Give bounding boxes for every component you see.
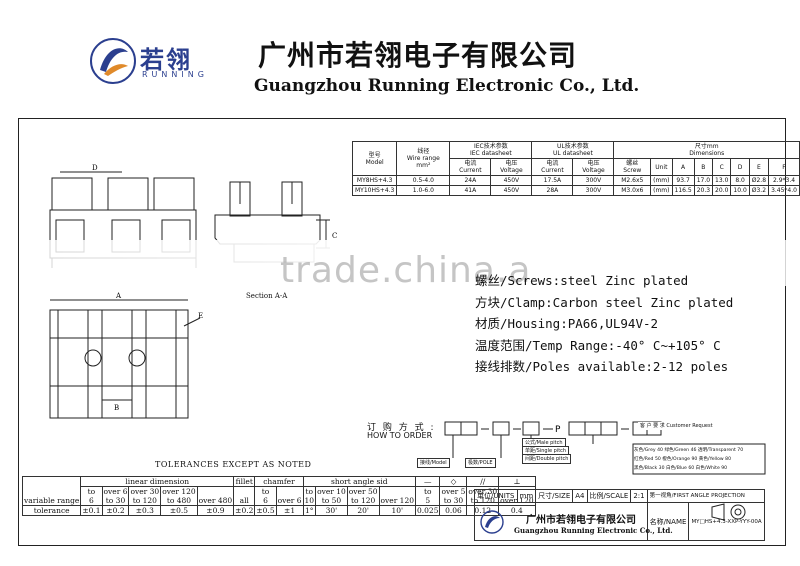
order-color-codes: 灰色/Grey 40 绿色/Green 46 透明/Transparent 70… <box>634 446 743 473</box>
tol-angle-header: short angle sid <box>302 476 417 487</box>
name-value: MY□HS+4.3-XXP-YYY-00A <box>688 502 765 541</box>
scale-label: 比例/SCALE <box>586 489 632 503</box>
title-block: 单位/UNITS mm 尺寸/SIZE A4 比例/SCALE 2:1 第一视角… <box>474 489 765 541</box>
spec-col-c: C <box>712 158 732 176</box>
spec-sub-voltage: 电压 Voltage <box>490 158 533 176</box>
spec-sub-current: 电流 Current <box>531 158 574 176</box>
terminal-block-drawing: D C A E B <box>49 164 337 419</box>
title-block-logo-icon <box>480 510 504 534</box>
spec-col-e: E <box>748 158 770 176</box>
order-label-pole: 极数/POLE <box>465 458 496 468</box>
property-list: 螺丝/Screws:steel Zinc plated 方块/Clamp:Car… <box>475 270 733 378</box>
dim-label-a: A <box>115 292 122 300</box>
tol-linear-header: linear dimension <box>80 476 235 487</box>
scale-value: 2:1 <box>630 489 648 503</box>
company-title-chinese: 广州市若翎电子有限公司 <box>258 39 578 72</box>
tol-fillet-header: fillet <box>233 476 256 487</box>
units-label: 单位/UNITS <box>474 489 518 503</box>
property-housing: 材质/Housing:PA66,UL94V-2 <box>475 316 659 331</box>
dim-label-e: E <box>198 312 203 320</box>
section-label: Section A-A <box>246 292 288 300</box>
logo-english-name: RUNNING <box>142 70 208 79</box>
spec-sub-unit: Unit <box>650 158 673 176</box>
order-label-double-pitch: 间距/Double pitch <box>522 454 572 464</box>
logo-chinese-name: 若翎 <box>140 46 192 74</box>
title-block-company-english: Guangzhou Running Electronic Co., Ltd. <box>514 526 673 535</box>
dim-label-d: D <box>92 164 98 172</box>
tolerance-table: variable range linear dimension fillet c… <box>21 476 536 516</box>
spec-sub-current: 电流 Current <box>449 158 492 176</box>
dim-label-c: C <box>332 232 337 240</box>
size-label: 尺寸/SIZE <box>535 489 574 503</box>
property-poles: 接线排数/Poles available:2-12 poles <box>475 359 729 374</box>
name-label: 名称/NAME <box>646 502 690 541</box>
watermark-band <box>20 240 790 286</box>
property-screws: 螺丝/Screws:steel Zinc plated <box>475 273 689 288</box>
spec-sub-screw: 螺丝 Screw <box>613 158 652 176</box>
tol-chamfer-header: chamfer <box>254 476 304 487</box>
order-label-model: 接线/Model <box>417 458 450 468</box>
tolerance-title: TOLERANCES EXCEPT AS NOTED <box>155 460 312 469</box>
dim-label-b: B <box>114 404 119 412</box>
color-code-row: 黑色/Black 30 白色/Blue 60 白色/White 90 <box>634 466 728 471</box>
color-code-row: 红色/Red 50 橙色/Orange 90 黄色/Yellow 80 <box>634 457 731 462</box>
projection-label: 第一视角/FIRST ANGLE PROJECTION <box>646 489 765 503</box>
size-value: A4 <box>572 489 588 503</box>
company-logo-icon <box>90 38 136 84</box>
order-customer-request: 客 户 要 求 Customer Request <box>638 422 715 430</box>
projection-symbol-icon <box>711 503 746 521</box>
property-clamp: 方块/Clamp:Carbon steel Zinc plated <box>475 294 734 310</box>
spec-col-d: D <box>730 158 750 176</box>
watermark-text: trade.china.a <box>280 250 532 291</box>
order-title-chinese: 订 购 方 式 : <box>367 423 436 433</box>
drawing-frame <box>18 118 786 546</box>
spec-col-b: B <box>693 158 714 176</box>
spec-col-a: A <box>671 158 695 176</box>
spec-col-f: F <box>768 158 800 176</box>
units-value: mm <box>516 489 537 503</box>
company-title-english: Guangzhou Running Electronic Co., Ltd. <box>254 76 640 96</box>
tolerance-values-row: tolerance ±0.1±0.2 ±0.3±0.5 ±0.9 ±0.2 ±0… <box>21 505 536 516</box>
order-pole-letter: P <box>555 425 561 435</box>
order-title-english: HOW TO ORDER <box>367 431 433 440</box>
tol-variable-label: variable range <box>21 476 82 506</box>
color-code-row: 灰色/Grey 40 绿色/Green 46 透明/Transparent 70 <box>634 448 744 453</box>
spec-sub-voltage: 电压 Voltage <box>572 158 615 176</box>
property-temp-range: 温度范围/Temp Range:-40° C~+105° C <box>475 337 721 353</box>
title-block-company-chinese: 广州市若翎电子有限公司 <box>526 515 636 526</box>
